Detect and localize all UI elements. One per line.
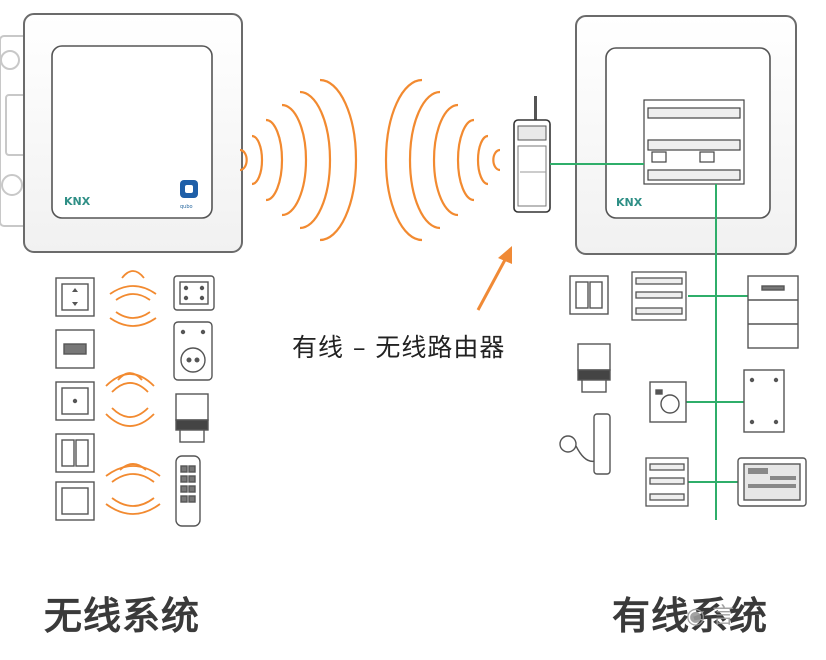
- wired-device-din-module-2: [645, 457, 689, 507]
- wireless-device-remote: [175, 455, 201, 527]
- wechat-icon: ◉: [686, 604, 706, 629]
- wired-device-bulb-socket: [577, 343, 611, 393]
- wired-device-thermostat: [649, 381, 687, 423]
- knx-logo: KNX: [64, 195, 91, 208]
- wireless-device-bulb-socket: [175, 393, 209, 443]
- wireless-device-blank-switch: [55, 481, 95, 521]
- wired-switch-panel: KNX: [575, 15, 797, 255]
- small-waves-2: [105, 372, 155, 427]
- wired-wireless-router: [513, 96, 551, 213]
- quicko-logo: qubo: [180, 180, 198, 210]
- router-pointer-arrow: [476, 246, 512, 311]
- wireless-device-plug-adapter: [173, 321, 213, 381]
- quicko-logo-text: qubo: [180, 204, 193, 210]
- wireless-device-slim-switch: [55, 329, 95, 369]
- wireless-system-title: 无线系统: [44, 594, 201, 638]
- router-label: 有线 – 无线路由器: [292, 333, 506, 362]
- wired-device-double-switch: [569, 275, 609, 315]
- knx-logo-right: KNX: [616, 196, 643, 209]
- wired-device-touch-display: [737, 457, 807, 507]
- wireless-signal-waves: [239, 78, 501, 242]
- wireless-device-actuator-box: [173, 275, 215, 311]
- knx-logo-right-text: KNX: [616, 196, 643, 209]
- wireless-device-blind-switch: [55, 277, 95, 317]
- knx-logo-text: KNX: [64, 195, 91, 208]
- wireless-device-single-switch: [55, 381, 95, 421]
- wired-device-panel-tall: [743, 369, 785, 433]
- din-rail-actuator: [643, 99, 745, 185]
- watermark: ◉ 言: [686, 598, 734, 630]
- wired-device-sensor-probe: [559, 413, 611, 475]
- knx-bus-lines: [550, 163, 748, 520]
- wired-device-keypad: [747, 275, 799, 349]
- wired-device-din-module: [631, 271, 687, 321]
- wireless-device-double-switch: [55, 433, 95, 473]
- wired-system-title: 有线系统: [612, 594, 769, 638]
- wireless-switch-panel: KNX qubo: [23, 13, 243, 253]
- small-waves-1: [109, 270, 157, 327]
- watermark-text: 言: [712, 604, 735, 629]
- small-waves-3: [105, 463, 161, 515]
